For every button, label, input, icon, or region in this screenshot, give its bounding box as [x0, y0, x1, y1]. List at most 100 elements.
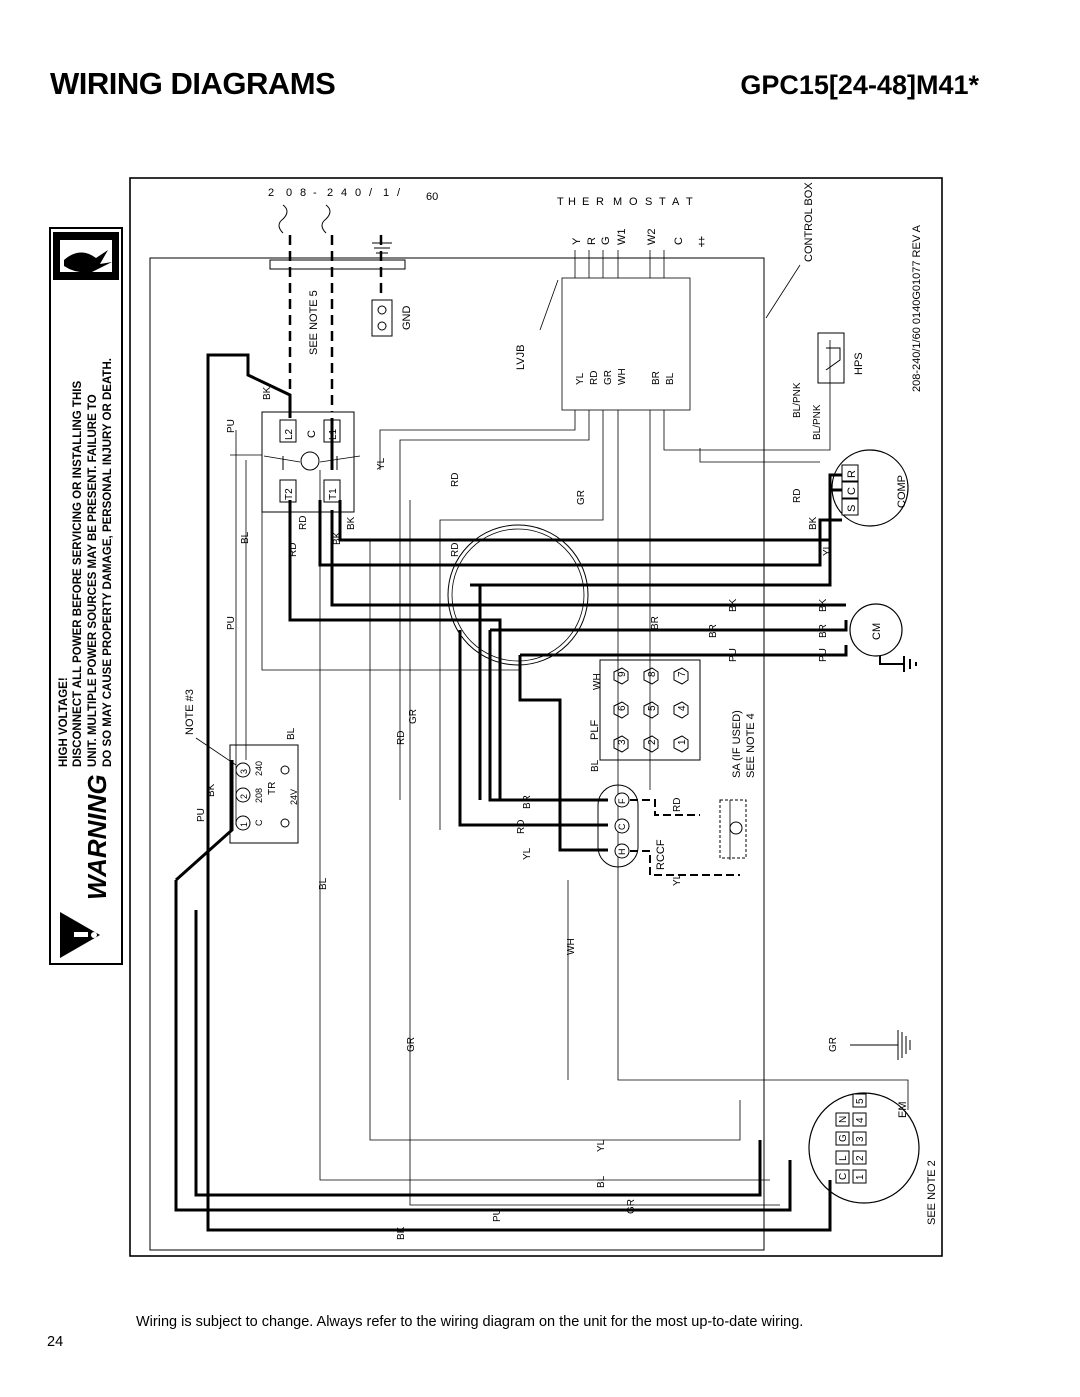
svg-text:BR: BR: [818, 624, 829, 638]
svg-text:0: 0: [286, 187, 292, 199]
svg-text:WH: WH: [566, 938, 577, 955]
svg-text:2: 2: [239, 794, 249, 799]
svg-text:GR: GR: [408, 709, 419, 724]
svg-text:BK: BK: [206, 783, 217, 797]
svg-text:W1: W1: [616, 229, 628, 246]
warning-triangle-icon: [60, 912, 100, 958]
control-box-outline: [149, 257, 765, 1251]
svg-text:T2: T2: [284, 488, 295, 500]
svg-text:BL: BL: [596, 1175, 607, 1188]
svg-text:BL: BL: [286, 727, 297, 740]
knockout-plate: [269, 259, 406, 270]
svg-text:S: S: [645, 196, 652, 208]
svg-text:BL: BL: [318, 877, 329, 890]
thermostat-terminals: Y R G W1 W2 C: [571, 229, 685, 246]
svg-text:24V: 24V: [289, 789, 299, 805]
transformer: 3 2 1 240 208 C TR 24V: [229, 744, 299, 844]
diagram-frame: [129, 177, 943, 1257]
page-number: 24: [47, 1334, 64, 1350]
svg-text:R: R: [596, 196, 604, 208]
svg-text:WH: WH: [617, 368, 628, 385]
svg-text:L: L: [838, 1155, 849, 1161]
svg-text:BK: BK: [346, 516, 357, 530]
svg-text:BR: BR: [522, 795, 533, 809]
svg-text:YL: YL: [376, 457, 387, 470]
see-note-5: SEE NOTE 5: [308, 290, 320, 355]
svg-text:7: 7: [677, 671, 688, 677]
svg-text:BR: BR: [708, 624, 719, 638]
control-box-label: CONTROL BOX: [803, 182, 815, 262]
svg-text:GR: GR: [406, 1037, 417, 1052]
svg-text:5: 5: [647, 705, 658, 711]
svg-text:T: T: [686, 196, 693, 208]
svg-text:LVJB: LVJB: [515, 345, 527, 370]
svg-text:GND: GND: [401, 306, 413, 331]
svg-text:BR: BR: [651, 371, 662, 385]
svg-text:C: C: [306, 430, 318, 438]
svg-text:240: 240: [254, 761, 264, 776]
svg-text:2: 2: [268, 187, 274, 199]
svg-text:YL: YL: [522, 847, 533, 860]
svg-text:BK: BK: [262, 386, 273, 400]
svg-text:RD: RD: [672, 798, 683, 812]
svg-text:1: 1: [677, 739, 688, 745]
ground-icon-bottom: [850, 1030, 911, 1060]
svg-text:R: R: [846, 470, 858, 478]
svg-text:2: 2: [855, 1155, 866, 1161]
svg-text:PU: PU: [492, 1208, 503, 1222]
svg-text:HPS: HPS: [853, 352, 865, 375]
svg-text:PU: PU: [226, 616, 237, 630]
part-number: 208-240/1/60 0140G01077 REV A: [911, 224, 923, 392]
svg-text:WH: WH: [592, 673, 603, 690]
svg-text:BK: BK: [332, 531, 343, 545]
svg-text:RD: RD: [516, 820, 527, 834]
svg-text:-: -: [313, 187, 317, 199]
svg-text:RD: RD: [589, 371, 600, 385]
svg-text:RD: RD: [396, 731, 407, 745]
svg-text:BL: BL: [665, 372, 676, 385]
svg-text:GR: GR: [828, 1037, 839, 1052]
svg-text:3: 3: [855, 1136, 866, 1142]
warning-line-1: HIGH VOLTAGE!: [58, 677, 70, 767]
svg-text:BK: BK: [818, 598, 829, 612]
svg-text:W2: W2: [646, 229, 658, 246]
svg-text:4: 4: [341, 187, 347, 199]
svg-text:PU: PU: [728, 648, 739, 662]
model-number: GPC15[24-48]M41*: [740, 70, 979, 100]
svg-text:60: 60: [426, 191, 438, 203]
lvjb: LVJB YL RD GR WH BR BL: [515, 277, 691, 411]
svg-text:C: C: [838, 1173, 849, 1180]
svg-text:T: T: [557, 196, 564, 208]
fan-outline: [447, 524, 589, 666]
warning-line-2: DISCONNECT ALL POWER BEFORE SERVICING OR…: [72, 381, 84, 767]
svg-text:L2: L2: [284, 428, 295, 440]
bl-pnk-1: BL/PNK: [792, 382, 803, 418]
svg-text:1: 1: [855, 1174, 866, 1180]
svg-text:A: A: [672, 196, 680, 208]
run-capacitor: F C H RCCF: [597, 784, 740, 876]
svg-text:4: 4: [855, 1117, 866, 1123]
svg-text:8: 8: [300, 187, 306, 199]
svg-text:YL: YL: [672, 873, 683, 886]
svg-text:G: G: [600, 236, 612, 245]
svg-text:BK: BK: [808, 516, 819, 530]
svg-text:O: O: [629, 196, 638, 208]
svg-text:T1: T1: [328, 488, 339, 500]
ground-icon-top: [372, 242, 392, 259]
svg-text:8: 8: [647, 671, 658, 677]
svg-text:CM: CM: [871, 623, 883, 640]
svg-text:BR: BR: [650, 616, 661, 630]
svg-text:GR: GR: [603, 370, 614, 385]
svg-text:R: R: [586, 237, 598, 245]
svg-text:H: H: [617, 849, 627, 856]
svg-text:G: G: [838, 1134, 849, 1142]
svg-text:E: E: [582, 196, 589, 208]
wire-labels: BK PU BL RD RD BK BK YL RD RD GR PU BL R…: [196, 386, 839, 1240]
warning-line-3: UNIT. MULTIPLE POWER SOURCES MAY BE PRES…: [87, 394, 99, 767]
contactor: L2 C L1 T2 T1: [261, 411, 361, 513]
svg-text:COMP: COMP: [896, 475, 908, 508]
svg-text:2: 2: [327, 187, 333, 199]
svg-text:1: 1: [239, 822, 249, 827]
see-note-2: SEE NOTE 2: [926, 1160, 938, 1225]
